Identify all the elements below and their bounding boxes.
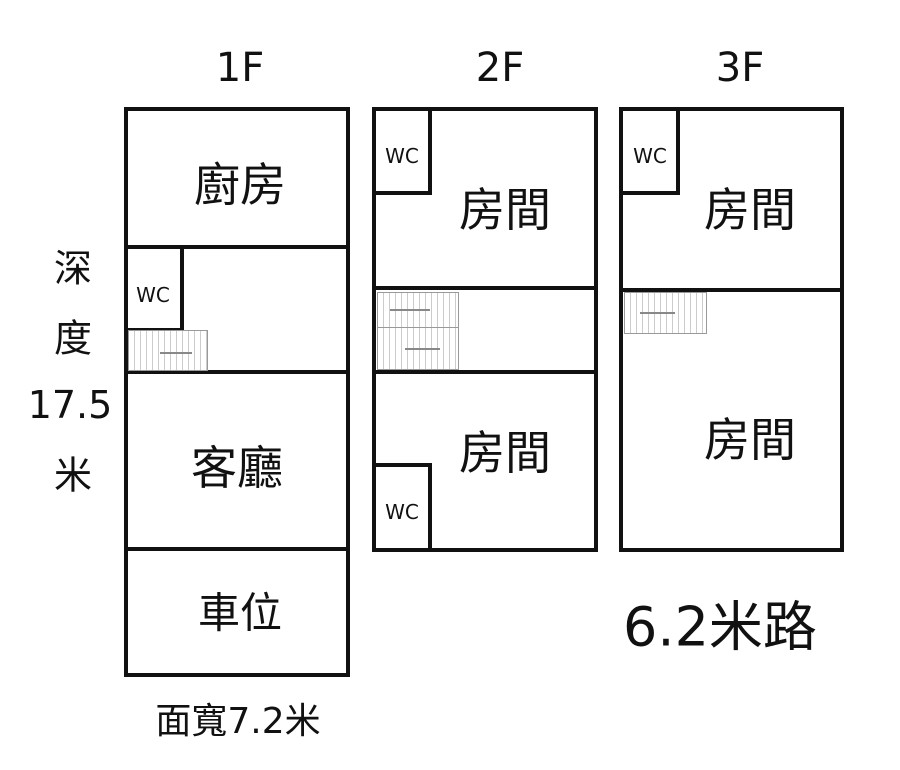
wall (619, 288, 844, 292)
wc-label: WC (385, 144, 419, 168)
room-bedroom: 房間 (704, 183, 796, 237)
depth-unit: 米 (53, 453, 93, 498)
wc-label: WC (385, 500, 419, 524)
wall (372, 370, 598, 374)
floor-1f-outline (124, 107, 350, 677)
wc-label: WC (136, 283, 170, 307)
floor-2f-outline (372, 107, 598, 552)
wc-box (372, 463, 432, 552)
road-label: 6.2米路 (623, 595, 817, 659)
floor-1f-label: 1F (215, 45, 265, 91)
floor-3f-label: 3F (715, 45, 765, 91)
wc-label: WC (633, 144, 667, 168)
stairs-arrow-icon (160, 352, 192, 354)
wall (124, 370, 350, 374)
wall (124, 245, 350, 249)
room-bedroom: 房間 (704, 413, 796, 467)
room-living: 客廳 (191, 441, 283, 495)
stairs-arrow-icon (640, 312, 675, 314)
depth-value: 17.5 (27, 383, 113, 427)
stairs-landing (377, 327, 459, 328)
depth-char: 度 (53, 316, 93, 361)
wall (124, 547, 350, 551)
depth-char: 深 (53, 246, 93, 291)
wc-box (372, 107, 432, 195)
floor-3f-outline (619, 107, 844, 552)
width-label: 面寬7.2米 (155, 701, 321, 742)
wall (372, 286, 598, 290)
floor-2f-label: 2F (475, 45, 525, 91)
wc-box (619, 107, 680, 195)
room-bedroom: 房間 (459, 183, 551, 237)
stairs (128, 330, 208, 371)
stairs-arrow-icon (405, 348, 440, 350)
room-bedroom: 房間 (459, 426, 551, 480)
room-kitchen: 廚房 (194, 158, 286, 212)
room-parking: 車位 (197, 588, 283, 638)
stairs (377, 292, 459, 370)
stairs-arrow-icon (390, 309, 430, 311)
